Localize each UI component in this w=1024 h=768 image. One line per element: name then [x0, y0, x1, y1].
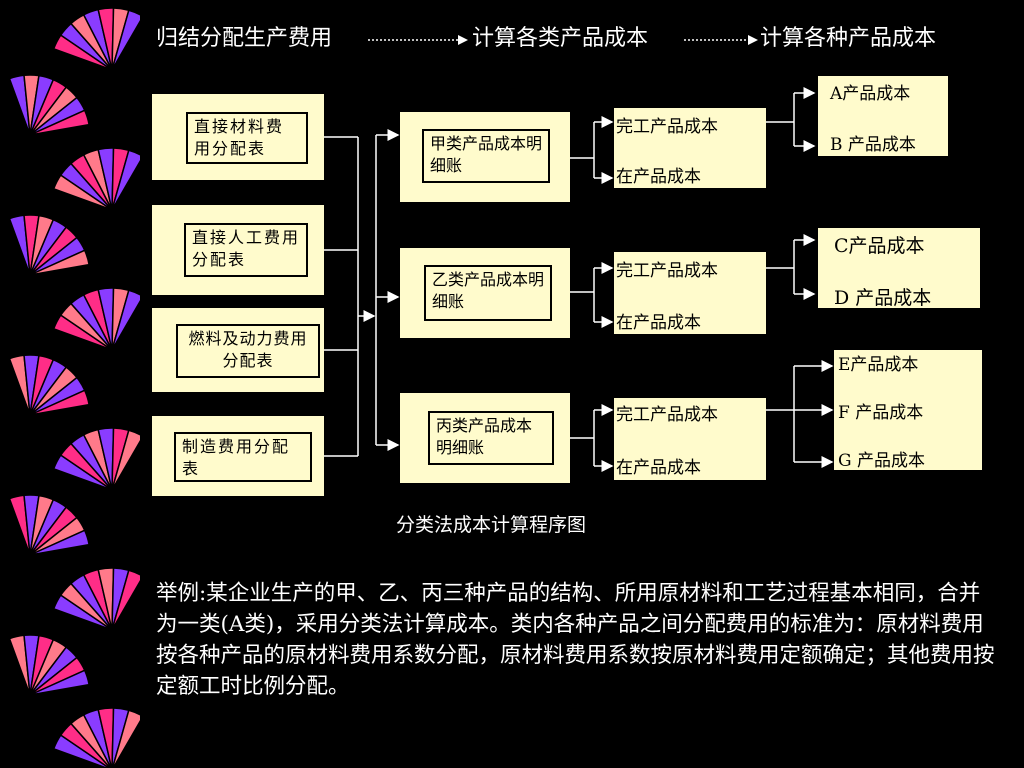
- header-arrow-1: [458, 35, 468, 45]
- products-panel-cd: C产品成本 D 产品成本: [818, 228, 980, 309]
- header-arrow-2: [748, 35, 758, 45]
- fan-ornament: [52, 707, 140, 768]
- fan-ornament: [52, 287, 140, 351]
- decorative-fan-strip: [8, 7, 140, 768]
- source-panel-materials: 直接材料费用分配表: [152, 94, 324, 180]
- example-paragraph: 举例:某企业生产的甲、乙、丙三种产品的结构、所用原材料和工艺过程基本相同，合并为…: [156, 581, 995, 699]
- source-box-labor: 直接人工费用分配表: [184, 223, 308, 277]
- source-box-overhead: 制造费用分配表: [174, 432, 312, 482]
- fan-ornament: [8, 634, 90, 696]
- fan-ornament: [8, 354, 90, 416]
- ledger-panel-bing: 丙类产品成本明细账: [400, 393, 570, 483]
- fan-ornament: [8, 74, 90, 136]
- ledger-box-bing: 丙类产品成本明细账: [428, 411, 554, 465]
- fan-ornament: [8, 214, 90, 276]
- product-cost-c: C产品成本: [834, 235, 925, 257]
- product-cost-b: B 产品成本: [830, 135, 916, 155]
- diagram-caption: 分类法成本计算程序图: [396, 514, 587, 536]
- product-cost-a: A产品成本: [830, 84, 911, 104]
- fan-ornament: [52, 567, 140, 631]
- wip-cost-yi: 在产品成本: [616, 313, 701, 333]
- source-panel-labor: 直接人工费用分配表: [152, 205, 324, 295]
- ledger-panel-jia: 甲类产品成本明细账: [400, 112, 570, 202]
- ledger-box-yi: 乙类产品成本明细账: [424, 265, 552, 321]
- header-step-category-cost: 计算各类产品成本: [472, 26, 649, 51]
- product-cost-g: G 产品成本: [838, 451, 925, 471]
- product-cost-e: E产品成本: [838, 355, 919, 375]
- fan-ornament: [52, 7, 140, 71]
- ledger-box-jia: 甲类产品成本明细账: [422, 129, 550, 183]
- product-cost-d: D 产品成本: [834, 287, 932, 309]
- header-step-product-cost: 计算各种产品成本: [760, 26, 937, 51]
- products-panel-efg: E产品成本 F 产品成本 G 产品成本: [834, 350, 982, 471]
- source-box-fuel: 燃料及动力费用分配表: [176, 324, 320, 378]
- source-panel-fuel: 燃料及动力费用分配表: [152, 308, 324, 392]
- ledger-panel-yi: 乙类产品成本明细账: [400, 248, 570, 338]
- split-panel-jia: 完工产品成本 在产品成本: [614, 108, 766, 188]
- finished-goods-cost-yi: 完工产品成本: [616, 261, 718, 281]
- product-cost-f: F 产品成本: [838, 403, 924, 423]
- header-step-allocate: 归结分配生产费用: [156, 26, 333, 51]
- fan-ornament: [8, 494, 90, 556]
- split-panel-yi: 完工产品成本 在产品成本: [614, 252, 766, 334]
- split-panel-bing: 完工产品成本 在产品成本: [614, 398, 766, 480]
- wip-cost-bing: 在产品成本: [616, 458, 701, 478]
- products-panel-ab: A产品成本 B 产品成本: [818, 76, 948, 156]
- source-panel-overhead: 制造费用分配表: [152, 416, 324, 496]
- fan-ornament: [52, 147, 140, 211]
- source-box-materials: 直接材料费用分配表: [186, 112, 308, 164]
- finished-goods-cost-bing: 完工产品成本: [616, 405, 718, 425]
- wip-cost-jia: 在产品成本: [616, 167, 701, 187]
- fan-ornament: [52, 427, 140, 491]
- finished-goods-cost-jia: 完工产品成本: [616, 117, 718, 137]
